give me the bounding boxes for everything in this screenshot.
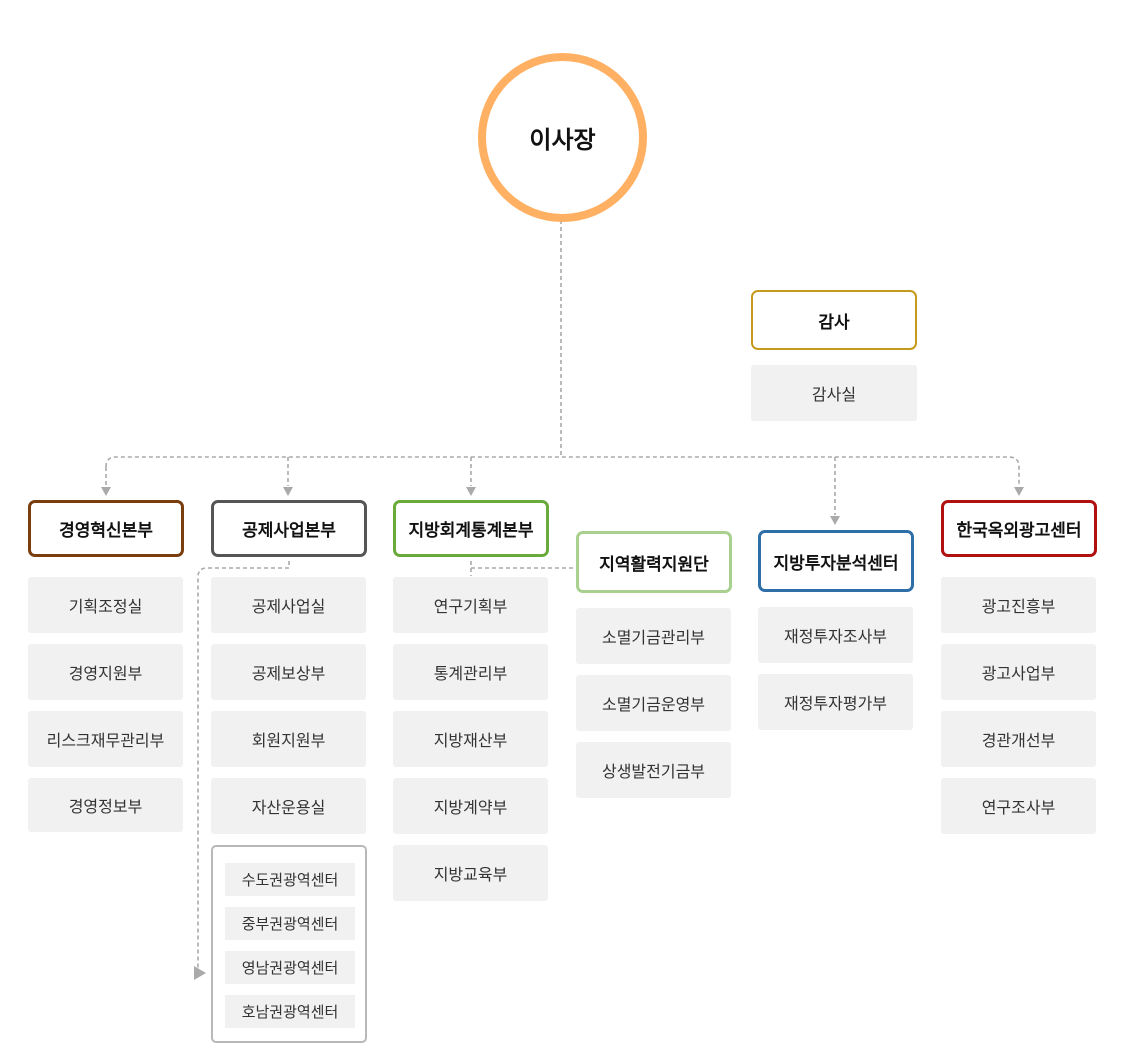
unit-statistics-management[interactable]: 통계관리부 <box>393 644 548 700</box>
regional-centers-group: 수도권광역센터 중부권광역센터 영남권광역센터 호남권광역센터 <box>211 845 367 1043</box>
unit-investment-survey[interactable]: 재정투자조사부 <box>758 607 913 663</box>
audit-office[interactable]: 감사실 <box>751 365 917 421</box>
unit-management-info[interactable]: 경영정보부 <box>28 778 183 832</box>
unit-investment-evaluation[interactable]: 재정투자평가부 <box>758 674 913 730</box>
division-mutual-aid[interactable]: 공제사업본부 <box>211 500 367 557</box>
regional-center-central[interactable]: 중부권광역센터 <box>225 907 355 940</box>
unit-mutual-aid-compensation[interactable]: 공제보상부 <box>211 644 366 700</box>
unit-asset-management[interactable]: 자산운용실 <box>211 778 366 834</box>
unit-local-property[interactable]: 지방재산부 <box>393 711 548 767</box>
unit-ad-business[interactable]: 광고사업부 <box>941 644 1096 700</box>
audit-node[interactable]: 감사 <box>751 290 917 350</box>
regional-center-honam[interactable]: 호남권광역센터 <box>225 995 355 1028</box>
unit-research-planning[interactable]: 연구기획부 <box>393 577 548 633</box>
unit-research-survey[interactable]: 연구조사부 <box>941 778 1096 834</box>
unit-ad-promotion[interactable]: 광고진흥부 <box>941 577 1096 633</box>
unit-member-support[interactable]: 회원지원부 <box>211 711 366 767</box>
division-outdoor-advertising[interactable]: 한국옥외광고센터 <box>941 500 1097 557</box>
unit-fund-management[interactable]: 소멸기금관리부 <box>576 608 731 664</box>
regional-center-yeongnam[interactable]: 영남권광역센터 <box>225 951 355 984</box>
unit-development-fund[interactable]: 상생발전기금부 <box>576 742 731 798</box>
unit-landscape-improvement[interactable]: 경관개선부 <box>941 711 1096 767</box>
unit-local-education[interactable]: 지방교육부 <box>393 845 548 901</box>
unit-management-support[interactable]: 경영지원부 <box>28 644 183 700</box>
division-regional-vitality[interactable]: 지역활력지원단 <box>576 531 732 593</box>
regional-center-capital[interactable]: 수도권광역센터 <box>225 863 355 896</box>
unit-mutual-aid-business[interactable]: 공제사업실 <box>211 577 366 633</box>
division-local-accounting-statistics[interactable]: 지방회계통계본부 <box>393 500 549 557</box>
unit-risk-finance[interactable]: 리스크재무관리부 <box>28 711 183 767</box>
unit-planning[interactable]: 기획조정실 <box>28 577 183 633</box>
chairman-node[interactable]: 이사장 <box>478 53 647 222</box>
division-management-innovation[interactable]: 경영혁신본부 <box>28 500 184 557</box>
unit-fund-operation[interactable]: 소멸기금운영부 <box>576 675 731 731</box>
division-local-investment-analysis[interactable]: 지방투자분석센터 <box>758 530 914 592</box>
unit-local-contract[interactable]: 지방계약부 <box>393 778 548 834</box>
